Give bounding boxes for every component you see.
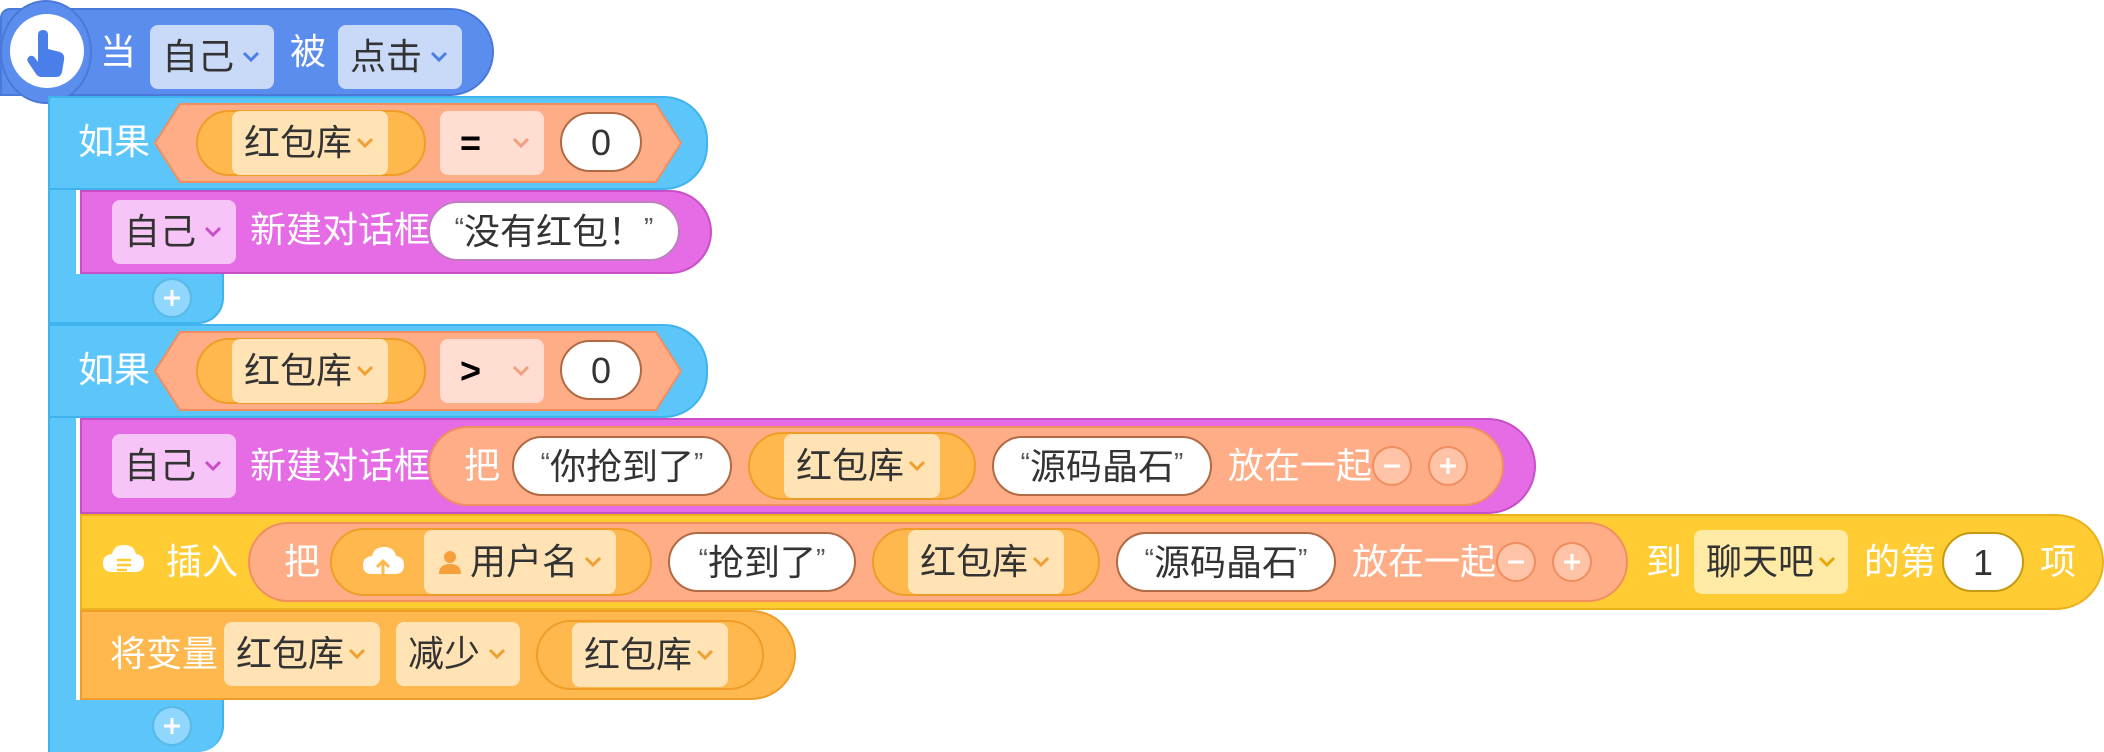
join-1-add-button[interactable]	[1428, 446, 1468, 486]
cloud-upload-icon	[363, 547, 404, 576]
event-when-label: 当	[100, 31, 137, 72]
join-2-add-button[interactable]	[1552, 542, 1592, 582]
if-1-add-branch-button[interactable]	[152, 278, 192, 318]
chevron-down-icon	[430, 51, 448, 63]
chevron-down-icon	[1032, 556, 1050, 568]
chevron-down-icon	[908, 460, 926, 472]
if-block-1-footer	[48, 274, 224, 324]
join-2-end-label: 放在一起	[1352, 541, 1497, 582]
chevron-down-icon	[348, 648, 366, 660]
list-value: 聊天吧	[1706, 541, 1815, 582]
operand-input[interactable]: 0	[560, 340, 642, 400]
join-1-text-input-1[interactable]: “你抢到了”	[512, 436, 732, 496]
insert-label: 插入	[166, 541, 239, 582]
insert-item-label: 项	[2040, 541, 2077, 582]
change-op-dropdown[interactable]: 减少	[396, 622, 520, 686]
username-value: 用户名	[470, 541, 579, 582]
insert-to-label: 到	[1646, 541, 1683, 582]
username-dropdown[interactable]: 用户名	[424, 530, 616, 594]
chevron-down-icon	[356, 137, 374, 149]
chevron-down-icon	[488, 648, 506, 660]
variable-dropdown[interactable]: 红包库	[784, 434, 940, 498]
chevron-down-icon	[242, 51, 260, 63]
join-1-text-value-2: 源码晶石	[1029, 446, 1174, 487]
say-text-value: 没有红包！	[463, 211, 644, 252]
change-variable-value: 红包库	[236, 633, 345, 674]
chevron-down-icon	[696, 649, 714, 661]
if-2-add-branch-button[interactable]	[152, 706, 192, 746]
operand-input[interactable]: 0	[560, 112, 642, 172]
say-target-value: 自己	[124, 211, 197, 252]
chevron-down-icon	[512, 137, 530, 149]
chevron-down-icon	[204, 226, 222, 238]
user-icon	[439, 551, 461, 574]
say-action-label: 新建对话框	[250, 445, 431, 486]
plus-icon	[164, 290, 180, 306]
plus-icon	[1440, 458, 1456, 474]
say-action-label: 新建对话框	[250, 209, 431, 250]
join-2-label: 把	[284, 541, 321, 582]
join-2-text-value-1: 抢到了	[707, 542, 816, 583]
say-text-input[interactable]: “没有红包！”	[428, 201, 680, 261]
variable-name: 红包库	[796, 445, 905, 486]
join-2-text-input-2[interactable]: “源码晶石”	[1116, 532, 1336, 592]
event-target-value: 自己	[162, 36, 235, 77]
event-icon-inner	[10, 14, 84, 88]
chevron-down-icon	[1818, 556, 1836, 568]
join-2-remove-button[interactable]	[1496, 542, 1536, 582]
variable-name: 红包库	[244, 350, 353, 391]
join-1-remove-button[interactable]	[1372, 446, 1412, 486]
change-label: 将变量	[110, 633, 219, 674]
list-dropdown[interactable]: 聊天吧	[1694, 530, 1848, 594]
plus-icon	[164, 718, 180, 734]
minus-icon	[1508, 560, 1524, 564]
join-2-text-input-1[interactable]: “抢到了”	[668, 532, 856, 592]
say-target-dropdown[interactable]: 自己	[112, 434, 236, 498]
pointer-hand-icon	[27, 30, 65, 77]
plus-icon	[1564, 554, 1580, 570]
cloud-list-icon	[103, 545, 144, 572]
chevron-down-icon	[512, 365, 530, 377]
event-is-label: 被	[290, 31, 327, 72]
if-1-label: 如果	[78, 121, 151, 162]
change-amount-value: 红包库	[584, 634, 693, 675]
variable-dropdown[interactable]: 红包库	[232, 339, 388, 403]
chevron-down-icon	[356, 365, 374, 377]
join-1-text-input-2[interactable]: “源码晶石”	[992, 436, 1212, 496]
variable-name: 红包库	[920, 541, 1029, 582]
list-index-input[interactable]: 1	[1942, 532, 2024, 592]
event-target-dropdown[interactable]: 自己	[150, 25, 274, 89]
if-2-label: 如果	[78, 349, 151, 390]
chevron-down-icon	[204, 460, 222, 472]
join-1-end-label: 放在一起	[1228, 445, 1373, 486]
change-variable-dropdown[interactable]: 红包库	[224, 622, 380, 686]
operator-value: =	[460, 122, 482, 163]
operator-dropdown[interactable]: =	[440, 111, 544, 175]
change-amount-dropdown[interactable]: 红包库	[572, 623, 728, 687]
event-action-dropdown[interactable]: 点击	[338, 25, 462, 89]
variable-dropdown[interactable]: 红包库	[232, 111, 388, 175]
join-1-label: 把	[464, 445, 501, 486]
join-2-text-value-2: 源码晶石	[1153, 542, 1298, 583]
chevron-down-icon	[584, 556, 602, 568]
insert-position-label: 的第	[1864, 541, 1937, 582]
say-target-dropdown[interactable]: 自己	[112, 200, 236, 264]
variable-dropdown[interactable]: 红包库	[908, 530, 1064, 594]
say-target-value: 自己	[124, 445, 197, 486]
operator-dropdown[interactable]: >	[440, 339, 544, 403]
join-1-text-value-1: 你抢到了	[549, 446, 694, 487]
operator-value: >	[460, 350, 482, 391]
if-block-2-footer	[48, 700, 224, 752]
event-action-value: 点击	[350, 36, 423, 77]
change-op-value: 减少	[408, 633, 481, 674]
minus-icon	[1384, 464, 1400, 468]
variable-name: 红包库	[244, 122, 353, 163]
